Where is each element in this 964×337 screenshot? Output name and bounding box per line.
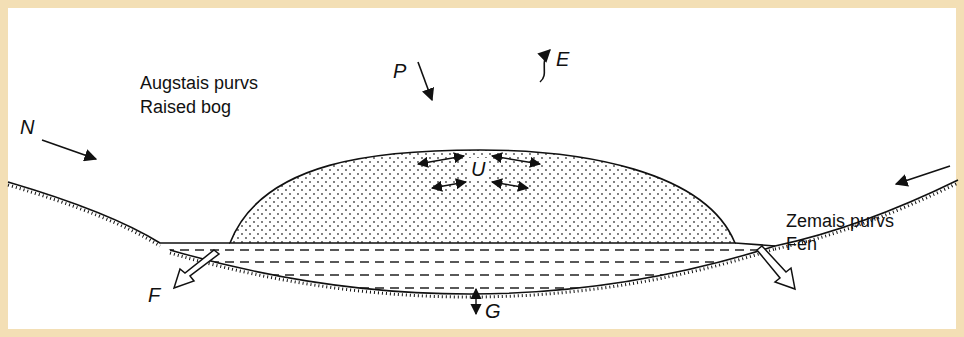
region-label: Fen bbox=[786, 233, 817, 255]
flow-symbol: U bbox=[469, 158, 487, 180]
region-label: Zemais purvs bbox=[786, 210, 894, 232]
flow-symbol: N bbox=[20, 116, 34, 138]
flow-symbol: E bbox=[556, 48, 569, 70]
flow-symbol: G bbox=[485, 300, 501, 322]
flow-symbol: P bbox=[393, 60, 406, 82]
flow-symbol: F bbox=[148, 284, 160, 306]
region-label: Augstais purvs bbox=[140, 72, 258, 94]
region-label: Raised bog bbox=[140, 96, 231, 118]
